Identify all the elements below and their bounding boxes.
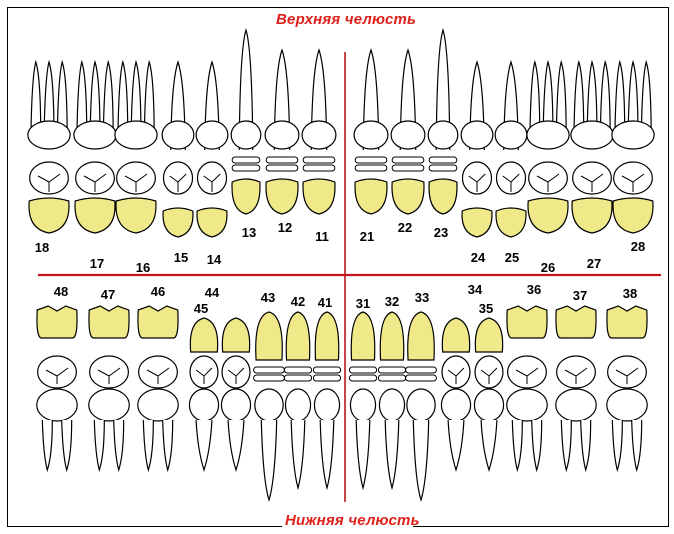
upper-tooth-number-28: 28 bbox=[631, 239, 645, 254]
upper-tooth-26 bbox=[527, 62, 569, 233]
lower-tooth-number-35: 35 bbox=[479, 301, 493, 316]
lower-tooth-47 bbox=[89, 306, 129, 470]
upper-tooth-number-21: 21 bbox=[360, 229, 374, 244]
lower-tooth-number-41: 41 bbox=[318, 295, 332, 310]
upper-tooth-12 bbox=[265, 50, 299, 214]
upper-tooth-25 bbox=[495, 62, 527, 237]
upper-tooth-number-13: 13 bbox=[242, 225, 256, 240]
upper-tooth-number-27: 27 bbox=[587, 256, 601, 271]
upper-tooth-22 bbox=[391, 50, 425, 214]
lower-tooth-number-44: 44 bbox=[205, 285, 220, 300]
upper-tooth-16 bbox=[115, 62, 157, 233]
lower-tooth-32 bbox=[378, 312, 405, 488]
lower-tooth-34 bbox=[441, 318, 470, 470]
lower-tooth-38 bbox=[607, 306, 647, 470]
upper-tooth-number-16: 16 bbox=[136, 260, 150, 275]
upper-tooth-28 bbox=[612, 62, 654, 233]
upper-tooth-24 bbox=[461, 62, 493, 237]
upper-tooth-number-22: 22 bbox=[398, 220, 412, 235]
lower-tooth-number-31: 31 bbox=[356, 296, 370, 311]
lower-tooth-number-43: 43 bbox=[261, 290, 275, 305]
lower-tooth-number-38: 38 bbox=[623, 286, 637, 301]
lower-tooth-41 bbox=[313, 312, 340, 488]
upper-jaw-title: Верхняя челюсть bbox=[276, 11, 416, 28]
upper-tooth-number-11: 11 bbox=[315, 229, 329, 244]
tooth-number-labels: 18 17 16 15 14 13 12 11 21 22 23 24 25 26 27 28 48 47 46 45… bbox=[35, 220, 645, 316]
lower-tooth-43 bbox=[254, 312, 285, 500]
upper-tooth-number-17: 17 bbox=[90, 256, 104, 271]
lower-tooth-number-33: 33 bbox=[415, 290, 429, 305]
upper-tooth-17 bbox=[74, 62, 116, 233]
upper-tooth-number-26: 26 bbox=[541, 260, 555, 275]
lower-tooth-33 bbox=[406, 312, 437, 500]
upper-tooth-27 bbox=[571, 62, 613, 233]
lower-tooth-number-48: 48 bbox=[54, 284, 68, 299]
upper-tooth-14 bbox=[196, 62, 228, 237]
upper-tooth-13 bbox=[231, 30, 261, 214]
lower-tooth-number-37: 37 bbox=[573, 288, 587, 303]
lower-tooth-37 bbox=[556, 306, 596, 470]
upper-tooth-number-15: 15 bbox=[174, 250, 188, 265]
upper-tooth-number-14: 14 bbox=[207, 252, 222, 267]
upper-tooth-18 bbox=[28, 62, 70, 233]
lower-tooth-45 bbox=[189, 318, 218, 470]
teeth-layer bbox=[28, 30, 654, 500]
upper-tooth-number-24: 24 bbox=[471, 250, 486, 265]
lower-tooth-number-34: 34 bbox=[468, 282, 483, 297]
upper-tooth-21 bbox=[354, 50, 388, 214]
upper-tooth-23 bbox=[428, 30, 458, 214]
lower-tooth-35 bbox=[474, 318, 503, 470]
lower-tooth-number-45: 45 bbox=[194, 301, 208, 316]
upper-tooth-number-18: 18 bbox=[35, 240, 49, 255]
lower-tooth-number-36: 36 bbox=[527, 282, 541, 297]
lower-tooth-number-46: 46 bbox=[151, 284, 165, 299]
upper-tooth-number-12: 12 bbox=[278, 220, 292, 235]
lower-tooth-36 bbox=[507, 306, 547, 470]
upper-tooth-15 bbox=[162, 62, 194, 237]
lower-tooth-number-47: 47 bbox=[101, 287, 115, 302]
lower-tooth-42 bbox=[284, 312, 311, 488]
lower-tooth-number-32: 32 bbox=[385, 294, 399, 309]
lower-tooth-46 bbox=[138, 306, 178, 470]
upper-tooth-11 bbox=[302, 50, 336, 214]
upper-tooth-number-25: 25 bbox=[505, 250, 519, 265]
upper-tooth-number-23: 23 bbox=[434, 225, 448, 240]
lower-jaw-title: Нижняя челюсть bbox=[285, 512, 420, 529]
lower-tooth-48 bbox=[37, 306, 77, 470]
lower-tooth-31 bbox=[349, 312, 376, 488]
lower-tooth-44 bbox=[221, 318, 250, 470]
lower-tooth-number-42: 42 bbox=[291, 294, 305, 309]
